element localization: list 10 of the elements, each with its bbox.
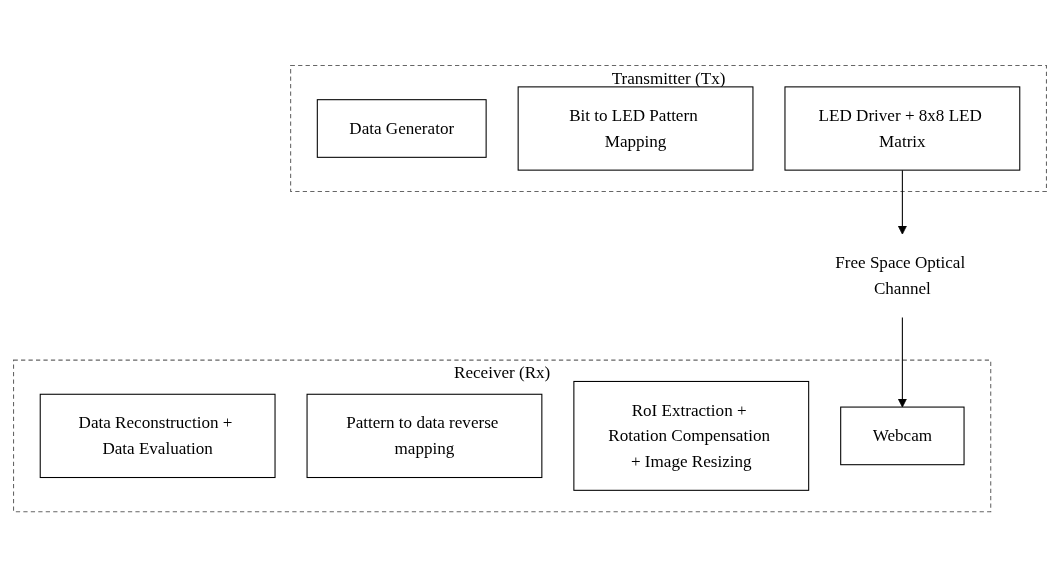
- node-box: Data Generator: [316, 99, 487, 158]
- node-box: Webcam: [839, 406, 965, 466]
- node-box: Pattern to data reverse mapping: [306, 393, 542, 478]
- node-box: Data Reconstruction + Data Evaluation: [39, 393, 276, 478]
- node-box: Bit to LED Pattern Mapping: [517, 86, 753, 171]
- node-box: LED Driver + 8x8 LED Matrix: [783, 86, 1020, 171]
- node-box: RoI Extraction + Rotation Compensation + Image Resizing: [572, 380, 809, 491]
- arrow: [897, 316, 907, 408]
- arrow: [897, 169, 907, 235]
- node-text: Free Space Optical Channel: [834, 253, 965, 298]
